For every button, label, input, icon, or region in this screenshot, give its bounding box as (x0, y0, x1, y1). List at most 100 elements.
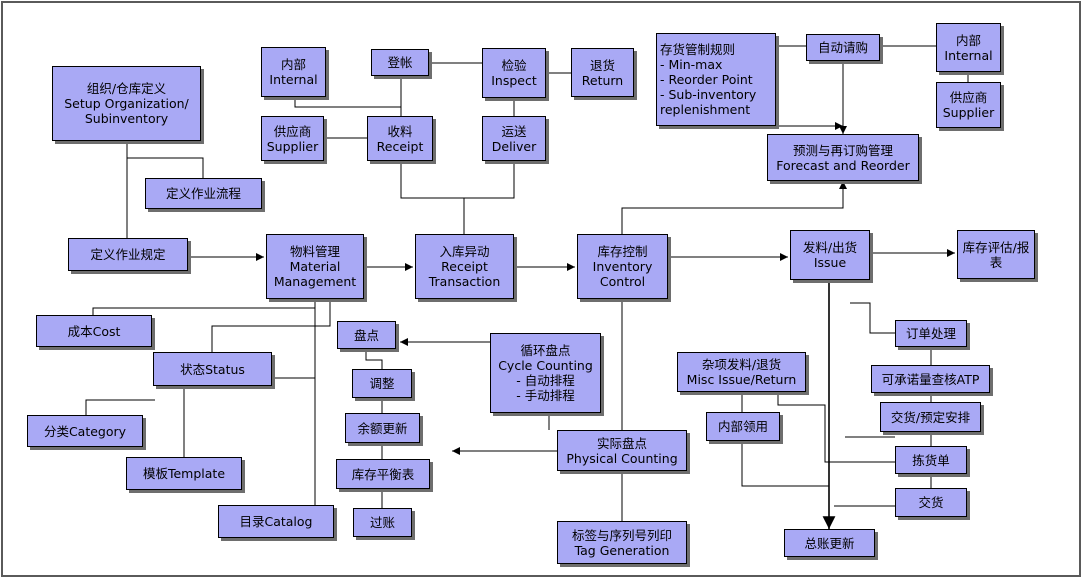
node-label-line: 成本Cost (67, 323, 121, 339)
node-label-line: 余额更新 (357, 420, 408, 436)
node-label-line: Inspect (491, 73, 537, 88)
arrow-invctrl-forecast (621, 181, 847, 234)
node-label-line: 总账更新 (804, 535, 855, 551)
node-define-rules: 定义作业规定 (68, 238, 188, 271)
node-label-line: Internal (269, 72, 318, 87)
node-label-line: Physical Counting (566, 450, 678, 466)
node-cost: 成本Cost (36, 315, 152, 347)
node-inv-balance: 库存平衡表 (336, 459, 430, 489)
node-label-line: 盘点 (353, 327, 379, 343)
line-material-cost (92, 299, 316, 315)
node-label-line: Supplier (266, 138, 319, 154)
line-stocktake-adjust (365, 349, 383, 369)
node-template: 模板Template (126, 457, 242, 490)
node-label-line: Misc Issue/Return (686, 372, 797, 387)
node-inv-report: 库存评估/报表 (957, 230, 1035, 279)
node-label-line: 预测与再订购管理 (792, 142, 893, 158)
node-label-line: Transaction (428, 274, 501, 289)
line-material-status (211, 299, 331, 352)
node-label-line: 组织/仓库定义 (86, 81, 167, 96)
node-label-line: replenishment (660, 102, 751, 117)
node-label-line: Subinventory (84, 111, 169, 126)
node-label-line: 库存评估/报 (962, 239, 1030, 255)
node-label-line: - 自动排程 (516, 373, 575, 388)
node-label-line: - Min-max (660, 57, 723, 72)
node-label-line: Supplier (942, 105, 995, 120)
node-label-line: 循环盘点 (520, 343, 571, 358)
node-label-line: Receipt (441, 259, 488, 274)
node-label-line: 订单处理 (905, 326, 956, 341)
node-label-line: Setup Organization/ (64, 96, 189, 111)
node-atp: 可承诺量查核ATP (871, 365, 990, 393)
line-material-catalog (312, 299, 316, 526)
node-label-line: 物料管理 (289, 244, 340, 259)
node-label-line: 过账 (369, 515, 395, 530)
line-internaluse-gl (741, 441, 829, 487)
node-label-line: 收料 (387, 123, 413, 139)
node-label-line: 分类Category (43, 423, 127, 439)
node-label-line: 供应商 (949, 90, 988, 105)
node-label-line: 存货管制规则 (660, 42, 736, 57)
node-label-line: 交货 (918, 495, 944, 510)
node-label-line: 表 (989, 254, 1003, 270)
node-label-line: 发料/出货 (802, 240, 858, 255)
node-label-line: 内部 (280, 57, 306, 72)
node-label-line: 内部领用 (717, 419, 768, 434)
node-label-line: 登帐 (387, 55, 413, 70)
node-label-line: 模板Template (142, 466, 226, 481)
line-misc-gl (777, 392, 895, 463)
node-label-line: Forecast and Reorder (776, 157, 910, 173)
node-label-line: 目录Catalog (239, 514, 313, 529)
line-internal-receipt (294, 97, 402, 116)
node-label-line: - Reorder Point (660, 72, 753, 87)
node-pick-list: 拣货单 (895, 446, 967, 474)
node-label-line: Cycle Counting (498, 358, 593, 373)
node-posting: 过账 (353, 508, 412, 537)
node-label-line: 定义作业规定 (90, 247, 166, 262)
line-receipt-txn (400, 161, 515, 199)
node-stocktake: 盘点 (337, 321, 396, 349)
node-inv-rules: 存货管制规则- Min-max- Reorder Point- Sub-inve… (656, 33, 776, 126)
node-label-line: 杂项发料/退货 (701, 357, 782, 372)
node-label-line: Control (599, 274, 646, 289)
node-label-line: Tag Generation (574, 542, 670, 558)
node-deliver-goods: 交货 (895, 488, 967, 517)
line-status-category (85, 399, 155, 415)
node-label-line: 入库异动 (439, 244, 490, 259)
node-post: 登帐 (371, 49, 429, 76)
node-label-line: 库存控制 (597, 244, 648, 259)
node-internal-use: 内部领用 (706, 412, 780, 441)
node-label-line: - Sub-inventory (660, 87, 757, 102)
node-label-line: 供应商 (273, 123, 312, 139)
line-setup-flow (126, 141, 204, 178)
node-status: 状态Status (153, 352, 272, 386)
node-label-line: 可承诺量查核ATP (881, 371, 980, 387)
node-label-line: 退货 (589, 57, 615, 73)
node-label-line: 自动请购 (817, 40, 868, 55)
node-label-line: 实际盘点 (596, 435, 647, 451)
node-label-line: Issue (813, 255, 847, 270)
node-label-line: 状态Status (180, 361, 245, 377)
node-label-line: Internal (944, 47, 993, 63)
node-catalog: 目录Catalog (218, 505, 334, 538)
node-category: 分类Category (27, 415, 143, 447)
node-define-flow: 定义作业流程 (145, 178, 262, 209)
node-label-line: 定义作业流程 (165, 186, 241, 201)
node-label-line: 拣货单 (912, 452, 950, 468)
node-balance-update: 余额更新 (345, 413, 420, 443)
